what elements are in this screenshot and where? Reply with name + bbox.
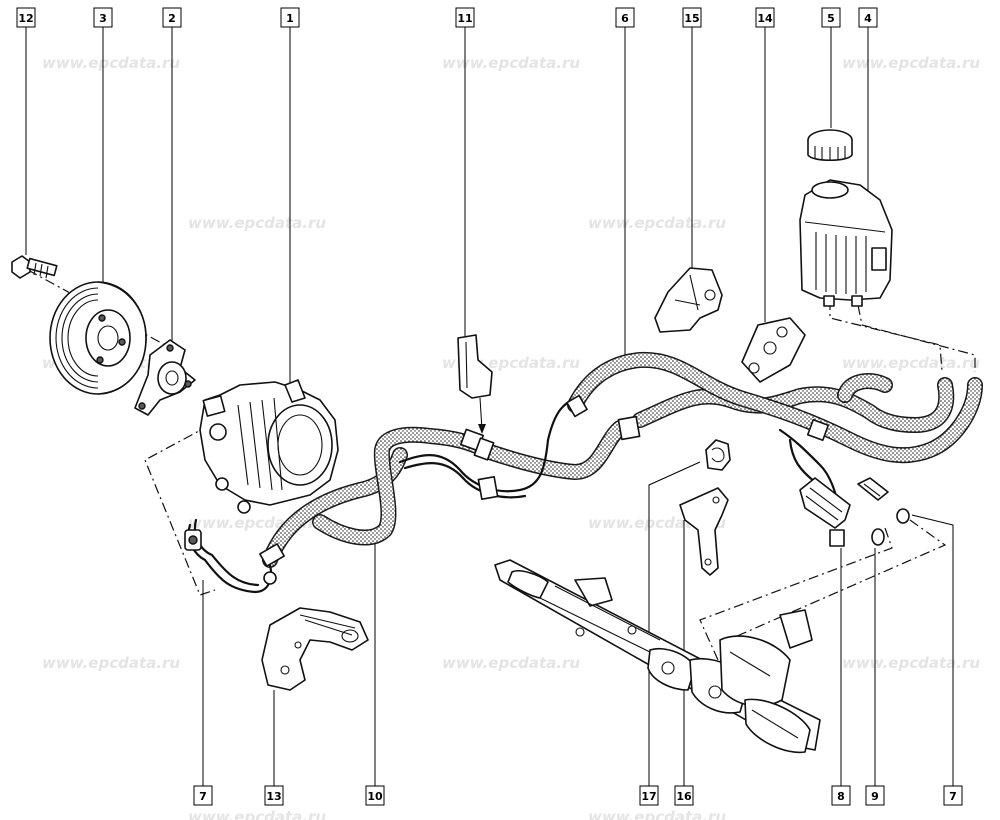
callout-label: 17: [641, 790, 656, 803]
callout-label: 3: [99, 12, 107, 25]
callout-17: 17: [639, 785, 659, 806]
callout-9: 9: [865, 785, 885, 806]
callout-label: 10: [367, 790, 383, 803]
bracket-part-13: [261, 607, 369, 691]
callout-label: 4: [864, 12, 872, 25]
callout-label: 6: [621, 12, 629, 25]
reservoir-part-4: [799, 179, 893, 307]
watermark: www.epcdata.ru: [588, 808, 726, 820]
watermark: www.epcdata.ru: [842, 354, 980, 372]
callout-2: 2: [162, 7, 182, 28]
callout-label: 11: [457, 12, 472, 25]
callout-label: 12: [18, 12, 33, 25]
callout-16: 16: [674, 785, 694, 806]
o-ring-part-9: [871, 528, 885, 546]
callout-11: 11: [455, 7, 475, 28]
bolt-part-12: [11, 255, 58, 279]
bracket-part-15: [654, 267, 723, 333]
clip-part-17: [705, 439, 731, 471]
leader-lines: [25, 27, 954, 788]
seal-part-7: [896, 508, 910, 524]
watermark: www.epcdata.ru: [188, 214, 326, 232]
callout-label: 13: [266, 790, 281, 803]
clamp-part-14: [741, 317, 806, 383]
assembly-lines: [27, 269, 976, 673]
callout-label: 7: [949, 790, 957, 803]
watermark: www.epcdata.ru: [188, 808, 326, 820]
pipe-union-part-7: [184, 529, 277, 585]
callouts-top: 12 3 2 1 11 6 15 14 5 4: [16, 7, 878, 28]
union-fitting-part-8: [799, 477, 889, 547]
callout-label: 16: [676, 790, 692, 803]
reservoir-cap-part-5: [807, 129, 853, 162]
steering-rack: [494, 559, 821, 754]
callout-5: 5: [821, 7, 841, 28]
pulley-part-3: [49, 281, 147, 395]
callout-14: 14: [755, 7, 775, 28]
hose-fittings: [259, 394, 830, 567]
callout-label: 15: [684, 12, 699, 25]
watermark: www.epcdata.ru: [42, 54, 180, 72]
callout-15: 15: [682, 7, 702, 28]
callout-10: 10: [365, 785, 385, 806]
watermark: www.epcdata.ru: [442, 654, 580, 672]
hoses: [262, 351, 983, 568]
callout-label: 8: [837, 790, 845, 803]
callout-label: 14: [757, 12, 773, 25]
callout-label: 5: [827, 12, 835, 25]
callout-8: 8: [831, 785, 851, 806]
callout-label: 1: [286, 12, 294, 25]
bracket-part-16: [679, 487, 729, 576]
callout-7-left: 7: [193, 785, 213, 806]
callout-label: 7: [199, 790, 207, 803]
callout-7-right: 7: [943, 785, 963, 806]
callout-3: 3: [93, 7, 113, 28]
callout-12: 12: [16, 7, 36, 28]
callout-13: 13: [264, 785, 284, 806]
watermark: www.epcdata.ru: [842, 654, 980, 672]
steering-pump-part-1: [199, 379, 339, 514]
watermark: www.epcdata.ru: [442, 54, 580, 72]
callout-6: 6: [615, 7, 635, 28]
callouts-bottom: 7 13 10 17 16 8 9 7: [193, 785, 963, 806]
watermark: www.epcdata.ru: [42, 654, 180, 672]
clip-part-11: [457, 334, 493, 434]
callout-label: 9: [871, 790, 879, 803]
flange-part-2: [134, 339, 196, 416]
callout-4: 4: [858, 7, 878, 28]
callout-1: 1: [280, 7, 300, 28]
watermark: www.epcdata.ru: [842, 54, 980, 72]
callout-label: 2: [168, 12, 176, 25]
watermark: www.epcdata.ru: [588, 214, 726, 232]
